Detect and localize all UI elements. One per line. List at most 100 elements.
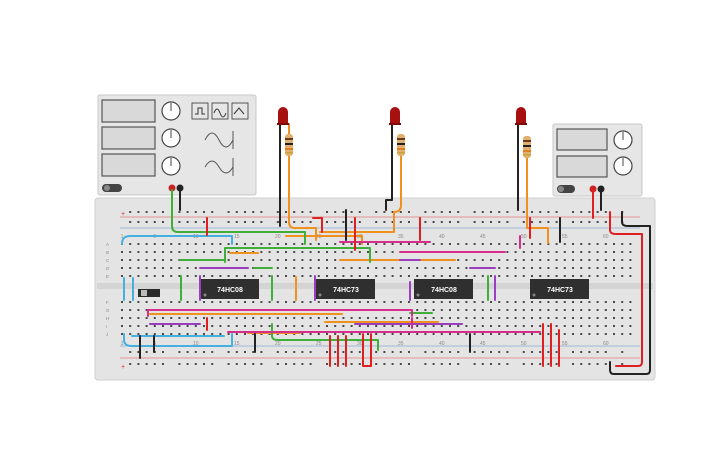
breadboard-hole[interactable]: [629, 243, 632, 245]
breadboard-hole[interactable]: [260, 243, 263, 245]
breadboard-hole[interactable]: [186, 301, 189, 303]
fg-knob-3[interactable]: [161, 156, 181, 176]
breadboard-hole[interactable]: [457, 363, 460, 365]
breadboard-hole[interactable]: [572, 301, 574, 303]
breadboard-hole[interactable]: [194, 351, 197, 353]
breadboard-hole[interactable]: [227, 211, 230, 213]
breadboard-hole[interactable]: [555, 351, 558, 353]
breadboard-hole[interactable]: [170, 259, 173, 261]
breadboard-hole[interactable]: [514, 243, 517, 245]
breadboard-hole[interactable]: [137, 267, 140, 269]
ps-power-switch[interactable]: [557, 185, 575, 193]
breadboard-hole[interactable]: [424, 351, 427, 353]
breadboard-hole[interactable]: [317, 301, 320, 303]
breadboard-hole[interactable]: [375, 333, 378, 335]
breadboard-hole[interactable]: [244, 221, 246, 223]
breadboard-hole[interactable]: [432, 275, 435, 277]
breadboard-hole[interactable]: [399, 325, 402, 327]
breadboard-hole[interactable]: [490, 275, 492, 277]
breadboard-hole[interactable]: [539, 333, 542, 335]
breadboard-hole[interactable]: [235, 275, 238, 277]
breadboard-hole[interactable]: [613, 301, 615, 303]
breadboard-hole[interactable]: [129, 211, 132, 213]
breadboard-hole[interactable]: [572, 351, 574, 353]
breadboard-hole[interactable]: [481, 317, 484, 319]
breadboard-hole[interactable]: [145, 325, 148, 327]
breadboard-hole[interactable]: [252, 259, 255, 261]
breadboard-hole[interactable]: [194, 243, 197, 245]
fg-power-switch[interactable]: [102, 184, 122, 192]
breadboard-hole[interactable]: [457, 325, 460, 327]
breadboard-hole[interactable]: [129, 221, 132, 223]
breadboard-hole[interactable]: [539, 275, 542, 277]
breadboard-hole[interactable]: [383, 221, 386, 223]
breadboard-hole[interactable]: [162, 325, 164, 327]
breadboard-hole[interactable]: [358, 267, 361, 269]
breadboard-hole[interactable]: [260, 259, 263, 261]
breadboard-hole[interactable]: [383, 243, 386, 245]
breadboard-hole[interactable]: [531, 317, 533, 319]
breadboard-hole[interactable]: [121, 309, 123, 311]
breadboard-hole[interactable]: [506, 275, 509, 277]
breadboard-hole[interactable]: [449, 363, 451, 365]
breadboard-hole[interactable]: [555, 309, 558, 311]
breadboard-hole[interactable]: [522, 221, 525, 223]
wire-red[interactable]: [362, 333, 372, 367]
breadboard-hole[interactable]: [432, 243, 435, 245]
breadboard-hole[interactable]: [531, 309, 533, 311]
breadboard-hole[interactable]: [301, 243, 304, 245]
breadboard-hole[interactable]: [285, 243, 287, 245]
breadboard-hole[interactable]: [629, 301, 632, 303]
breadboard-hole[interactable]: [252, 221, 255, 223]
breadboard-hole[interactable]: [268, 251, 271, 253]
breadboard-hole[interactable]: [276, 243, 279, 245]
breadboard-hole[interactable]: [203, 275, 205, 277]
breadboard-hole[interactable]: [457, 267, 460, 269]
breadboard-hole[interactable]: [309, 317, 312, 319]
breadboard-hole[interactable]: [449, 267, 451, 269]
triangle-wave-button[interactable]: [211, 102, 229, 120]
breadboard-hole[interactable]: [186, 251, 189, 253]
breadboard-hole[interactable]: [178, 333, 181, 335]
breadboard-hole[interactable]: [186, 317, 189, 319]
breadboard-hole[interactable]: [563, 275, 566, 277]
breadboard-hole[interactable]: [391, 251, 394, 253]
breadboard-hole[interactable]: [145, 211, 148, 213]
breadboard-hole[interactable]: [375, 267, 378, 269]
breadboard-hole[interactable]: [596, 301, 599, 303]
breadboard-hole[interactable]: [342, 301, 345, 303]
breadboard-hole[interactable]: [153, 267, 156, 269]
breadboard-hole[interactable]: [629, 251, 632, 253]
breadboard-hole[interactable]: [244, 301, 246, 303]
breadboard-hole[interactable]: [424, 275, 427, 277]
breadboard-hole[interactable]: [539, 251, 542, 253]
breadboard-hole[interactable]: [317, 275, 320, 277]
breadboard-hole[interactable]: [588, 251, 591, 253]
breadboard-hole[interactable]: [490, 351, 492, 353]
breadboard-hole[interactable]: [572, 275, 574, 277]
breadboard-hole[interactable]: [244, 317, 246, 319]
breadboard-hole[interactable]: [194, 317, 197, 319]
breadboard-hole[interactable]: [629, 275, 632, 277]
breadboard-hole[interactable]: [596, 243, 599, 245]
breadboard-hole[interactable]: [580, 267, 583, 269]
breadboard-hole[interactable]: [358, 301, 361, 303]
breadboard-hole[interactable]: [301, 325, 304, 327]
breadboard-hole[interactable]: [498, 363, 501, 365]
breadboard-hole[interactable]: [350, 211, 353, 213]
breadboard-hole[interactable]: [432, 221, 435, 223]
breadboard-hole[interactable]: [473, 317, 476, 319]
breadboard-hole[interactable]: [408, 333, 410, 335]
breadboard-hole[interactable]: [301, 267, 304, 269]
breadboard-hole[interactable]: [490, 243, 492, 245]
breadboard-hole[interactable]: [563, 259, 566, 261]
breadboard-hole[interactable]: [416, 301, 419, 303]
breadboard-hole[interactable]: [408, 325, 410, 327]
breadboard-hole[interactable]: [227, 317, 230, 319]
breadboard-hole[interactable]: [490, 211, 492, 213]
breadboard-hole[interactable]: [121, 275, 123, 277]
function-generator[interactable]: [97, 94, 257, 196]
breadboard-hole[interactable]: [432, 309, 435, 311]
breadboard-hole[interactable]: [162, 351, 164, 353]
breadboard-hole[interactable]: [572, 211, 574, 213]
